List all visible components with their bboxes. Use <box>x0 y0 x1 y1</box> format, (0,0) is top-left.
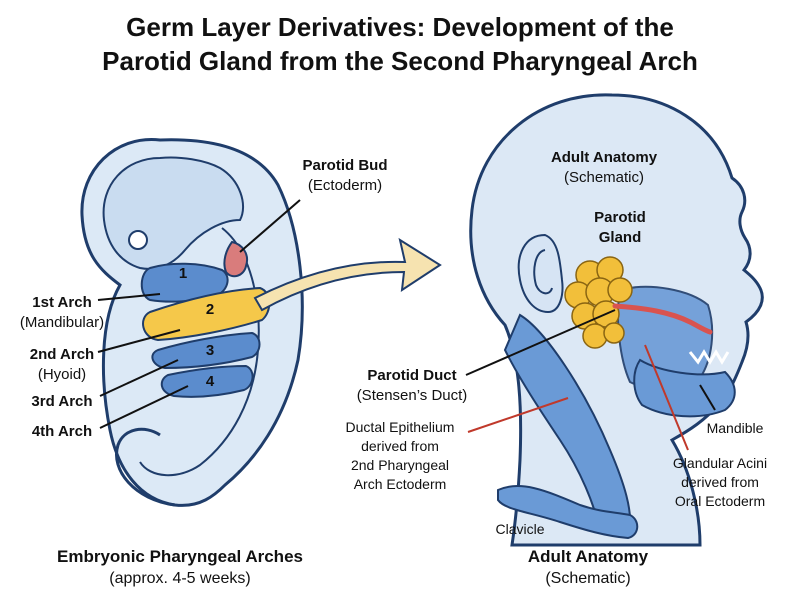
parotid-duct-sublabel: (Stensen’s Duct) <box>357 387 468 404</box>
arch-number-4: 4 <box>206 373 215 390</box>
arch-number-2: 2 <box>206 301 214 318</box>
adult-caption-sub: (Schematic) <box>545 570 630 587</box>
adult-red-leader-lines <box>467 344 689 451</box>
parotid-gland <box>564 256 633 349</box>
glandular-acini-line-3: Oral Ectoderm <box>675 493 765 509</box>
arch-4 <box>160 364 254 398</box>
arch-4-label: 4th Arch <box>32 423 92 440</box>
mandible-label: Mandible <box>707 420 764 436</box>
arch-1-sublabel: (Mandibular) <box>20 314 104 331</box>
leader-glandular-acini <box>644 344 689 451</box>
leader-ductal-epithelium <box>467 397 569 433</box>
transition-arrow <box>253 237 442 312</box>
embryo-tail <box>115 427 176 507</box>
arch-number-1: 1 <box>179 265 187 282</box>
parotid-gland-label-2: Gland <box>599 229 642 246</box>
glandular-acini-line-1: Glandular Acini <box>673 455 767 471</box>
ductal-epithelium-line-1: Ductal Epithelium <box>346 419 455 435</box>
leader-arch-3 <box>99 359 179 397</box>
teeth <box>688 349 730 365</box>
ductal-epithelium-line-2: derived from <box>361 438 439 454</box>
embryo-caption: Embryonic Pharyngeal Arches <box>57 547 303 566</box>
ear <box>517 233 564 314</box>
arch-number-3: 3 <box>206 342 214 359</box>
parotid-gland-label-1: Parotid <box>594 209 646 226</box>
parotid-duct-label: Parotid Duct <box>367 367 456 384</box>
leader-parotid-bud <box>239 199 301 253</box>
parotid-bud-label: Parotid Bud <box>303 157 388 174</box>
ductal-epithelium-line-3: 2nd Pharyngeal <box>351 457 449 473</box>
embryo-inner-curve <box>139 227 260 477</box>
ear-inner <box>533 249 553 295</box>
title-line-2: Parotid Gland from the Second Pharyngeal… <box>102 46 698 76</box>
arch-2-label: 2nd Arch <box>30 346 94 363</box>
parotid-bud-sublabel: (Ectoderm) <box>308 177 382 194</box>
embryo-caption-sub: (approx. 4-5 weeks) <box>109 570 250 587</box>
clavicle-label: Clavicle <box>495 521 544 537</box>
arch-2-sublabel: (Hyoid) <box>38 366 86 383</box>
glandular-acini-line-2: derived from <box>681 474 759 490</box>
adult-leader-lines <box>465 309 716 411</box>
arch-3-label: 3rd Arch <box>31 393 92 410</box>
leader-mandible <box>699 384 716 411</box>
adult-caption: Adult Anatomy <box>528 547 649 566</box>
arch-1-label: 1st Arch <box>32 294 91 311</box>
embryo-leader-lines <box>97 199 301 429</box>
title-line-1: Germ Layer Derivatives: Development of t… <box>126 12 674 42</box>
adult-header-label: Adult Anatomy <box>551 149 658 166</box>
leader-arch-1 <box>97 293 161 301</box>
parotid-duct <box>612 303 713 335</box>
adult-header-sublabel: (Schematic) <box>564 169 644 186</box>
leader-arch-2 <box>97 329 181 353</box>
leader-parotid-duct <box>465 309 616 376</box>
diagram-title: Germ Layer Derivatives: Development of t… <box>0 10 800 78</box>
ductal-epithelium-line-4: Arch Ectoderm <box>354 476 447 492</box>
embryo-eye <box>128 230 148 250</box>
arch-3 <box>151 331 261 370</box>
leader-arch-4 <box>99 385 189 429</box>
adult-illustration <box>469 93 764 547</box>
clavicle-bone <box>497 484 639 540</box>
embryo-illustration: 1 2 3 4 <box>80 138 304 507</box>
